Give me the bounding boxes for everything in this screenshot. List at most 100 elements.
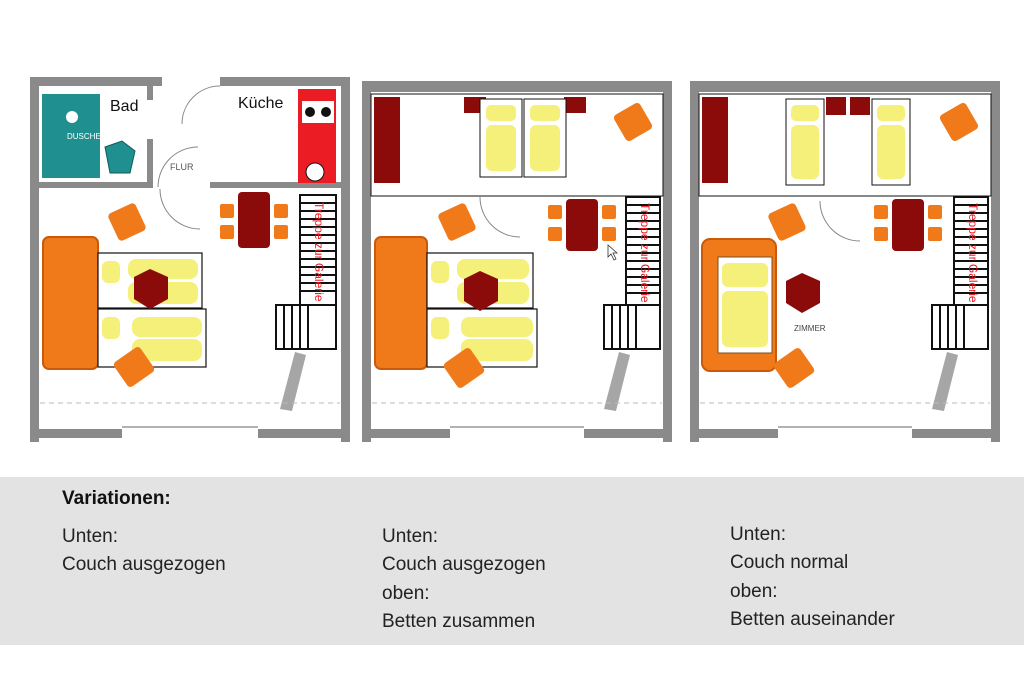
pillow <box>102 317 120 339</box>
wall <box>362 81 672 92</box>
door-swing <box>181 85 221 125</box>
mattress <box>132 317 202 337</box>
stair-steps <box>626 204 660 294</box>
wall <box>690 81 1000 92</box>
stair-steps <box>611 305 637 349</box>
pillow <box>102 261 120 283</box>
stair-steps <box>939 305 965 349</box>
wall <box>210 182 341 188</box>
caption-line: Unten: <box>62 526 118 547</box>
chair <box>602 205 616 219</box>
wardrobe <box>374 97 400 183</box>
bathroom-shower <box>42 94 100 178</box>
caption-line: Betten zusammen <box>382 611 536 632</box>
wall <box>912 429 1000 438</box>
chair <box>874 227 888 241</box>
stair-landing <box>275 304 337 350</box>
caption-line: oben: <box>730 581 778 602</box>
chair <box>274 204 288 218</box>
caption-line: Unten: <box>730 524 786 545</box>
stairs-label: Treppe zur Galerie <box>638 203 652 303</box>
door-swing <box>819 200 861 242</box>
armchair <box>443 348 485 388</box>
mattress <box>530 125 560 171</box>
room-label-hall: FLUR <box>170 162 194 172</box>
pillow <box>486 105 516 121</box>
chair <box>548 227 562 241</box>
burner-icon <box>305 107 315 117</box>
window-panel <box>280 352 306 411</box>
nightstand <box>564 97 586 113</box>
armchair <box>939 102 979 142</box>
cushion <box>722 263 768 287</box>
pillow <box>431 317 449 339</box>
mattress <box>791 125 819 179</box>
chair <box>874 205 888 219</box>
couch <box>374 236 428 370</box>
wall <box>690 429 778 438</box>
coffee-table <box>786 273 820 313</box>
toilet <box>104 140 136 174</box>
stair-top <box>953 196 989 306</box>
caption-line: Couch ausgezogen <box>382 554 546 575</box>
cursor-icon <box>607 244 619 261</box>
chair <box>274 225 288 239</box>
floor-plan-3: Treppe zur Galerie ZIMMER <box>690 81 1000 442</box>
coffee-table <box>464 271 498 311</box>
mattress <box>461 317 533 337</box>
wall <box>341 77 350 442</box>
caption-title: Variationen: <box>62 488 171 509</box>
window-panel <box>604 352 630 411</box>
wall <box>147 139 153 188</box>
room-label-bath: Bad <box>110 98 138 115</box>
chair <box>928 227 942 241</box>
wall <box>30 77 39 442</box>
wall <box>39 182 151 188</box>
wall <box>991 81 1000 442</box>
caption-line: oben: <box>382 583 430 604</box>
couch <box>42 236 99 370</box>
drain-icon <box>66 111 78 123</box>
stair-top <box>625 196 661 306</box>
pillow <box>431 261 449 283</box>
caption-line: Unten: <box>382 526 438 547</box>
nightstand <box>850 97 870 115</box>
wardrobe <box>702 97 728 183</box>
dining-table <box>566 199 598 251</box>
door-swing <box>479 196 521 238</box>
stairs-label: Treppe zur Galerie <box>966 203 980 303</box>
caption-line: Couch ausgezogen <box>62 554 226 575</box>
wall <box>220 77 350 86</box>
stair-landing <box>931 304 989 350</box>
mattress <box>457 259 529 279</box>
stair-steps <box>954 204 988 294</box>
wall <box>663 81 672 442</box>
caption-line: Couch normal <box>730 552 849 573</box>
stair-steps <box>300 202 336 292</box>
chair <box>602 227 616 241</box>
armchair <box>613 102 653 142</box>
pillow <box>791 105 819 121</box>
floor-plan-1: Bad DUSCHE FLUR Küche Treppe zur Galerie <box>30 77 350 442</box>
wall <box>30 77 162 86</box>
stairs-label: Treppe zur Galerie <box>312 202 326 302</box>
shower-label: DUSCHE <box>67 132 101 141</box>
door-swing <box>157 146 199 188</box>
window-panel <box>932 352 958 411</box>
chair <box>220 204 234 218</box>
coffee-table <box>134 269 168 309</box>
caption-panel <box>0 477 1024 645</box>
armchair <box>773 348 815 388</box>
wall <box>362 81 371 442</box>
dining-table <box>238 192 270 248</box>
wall <box>584 429 672 438</box>
chair <box>548 205 562 219</box>
cushion <box>722 291 768 347</box>
wall <box>258 429 350 438</box>
stair-steps <box>283 305 309 349</box>
armchair <box>438 203 476 241</box>
floor-plan-2: Treppe zur Galerie <box>362 81 672 442</box>
door-swing <box>159 188 201 230</box>
pillow <box>877 105 905 121</box>
room-label: ZIMMER <box>794 324 826 333</box>
